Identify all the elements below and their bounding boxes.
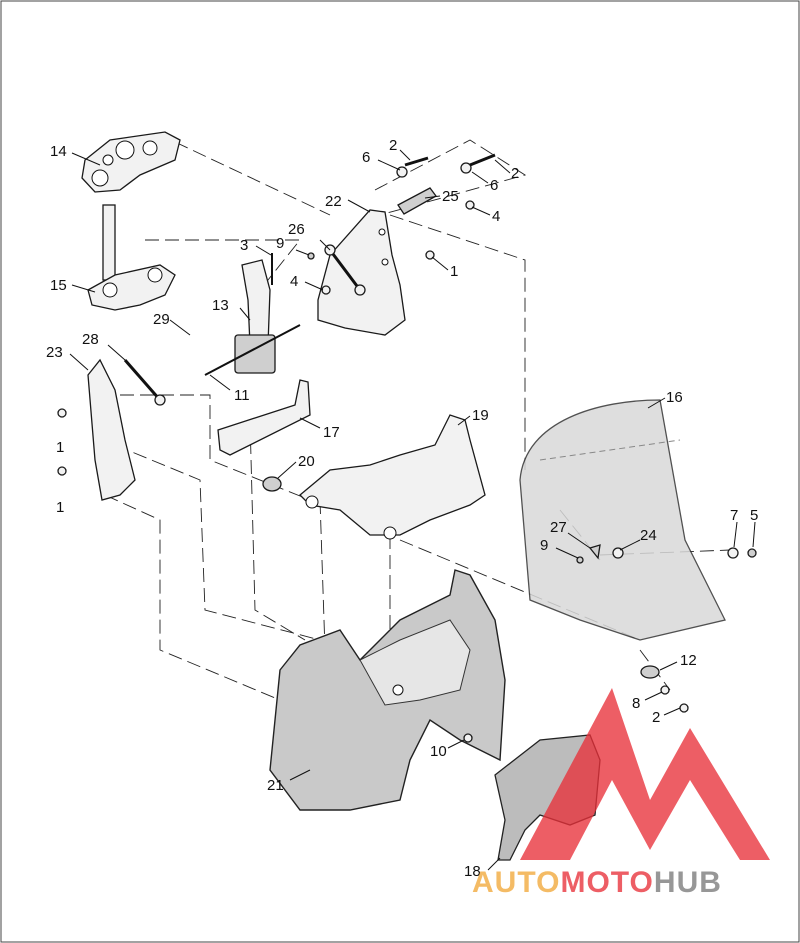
part-25-clamp: [397, 187, 437, 215]
callout-6: 6: [490, 177, 498, 194]
callout-2: 2: [511, 165, 519, 182]
callout-21: 21: [267, 777, 284, 794]
callout-8: 8: [632, 695, 640, 712]
part-21-outer-fairing: [269, 569, 506, 811]
callout-1: 1: [56, 499, 64, 516]
callout-15: 15: [50, 277, 67, 294]
callout-6: 6: [362, 149, 370, 166]
callout-7: 7: [730, 507, 738, 524]
callout-9: 9: [540, 537, 548, 554]
callout-4: 4: [492, 208, 500, 225]
callout-28: 28: [82, 331, 99, 348]
callout-11: 11: [234, 387, 250, 404]
part-16-windshield: [519, 399, 726, 641]
callout-23: 23: [46, 344, 63, 361]
callout-18: 18: [464, 863, 481, 880]
callout-20: 20: [298, 453, 315, 470]
part-19-inner-bracket: [299, 414, 486, 540]
part-28-link: [123, 359, 166, 406]
callout-29: 29: [153, 311, 170, 328]
callout-26: 26: [288, 221, 305, 238]
callout-10: 10: [430, 743, 447, 760]
callout-16: 16: [666, 389, 683, 406]
callout-19: 19: [472, 407, 489, 424]
part-23-plate: [87, 358, 136, 501]
part-14-upper-clamp: [81, 131, 181, 193]
callout-1: 1: [56, 439, 64, 456]
callout-27: 27: [550, 519, 567, 536]
leader-lines: [69, 149, 756, 871]
callout-13: 13: [212, 297, 229, 314]
watermark-text: AUTOMOTOHUB: [472, 866, 722, 899]
part-20-bumper: [262, 476, 282, 492]
callout-1: 1: [450, 263, 458, 280]
hardware-fasteners: [57, 153, 757, 743]
callout-17: 17: [323, 424, 340, 441]
callout-25: 25: [442, 188, 459, 205]
callout-5: 5: [750, 507, 758, 524]
callout-24: 24: [640, 527, 657, 544]
part-22-bracket: [317, 209, 406, 336]
callout-14: 14: [50, 143, 67, 160]
part-15-lower-clamp: [87, 204, 176, 311]
automotohub-watermark: AUTOMOTOHUB: [472, 688, 770, 899]
callout-3: 3: [240, 237, 248, 254]
callout-labels: 14 15 2 6 6 2 22 25 4 3 9 26 1 4 13 29 2…: [46, 137, 758, 880]
callout-22: 22: [325, 193, 342, 210]
part-13-actuator: [204, 259, 301, 376]
watermark-triangle-icon: [520, 688, 770, 860]
part-17-bracket: [217, 379, 311, 456]
callout-4: 4: [290, 273, 298, 290]
callout-2: 2: [652, 709, 660, 726]
callout-12: 12: [680, 652, 697, 669]
callout-2: 2: [389, 137, 397, 154]
callout-9: 9: [276, 235, 284, 252]
